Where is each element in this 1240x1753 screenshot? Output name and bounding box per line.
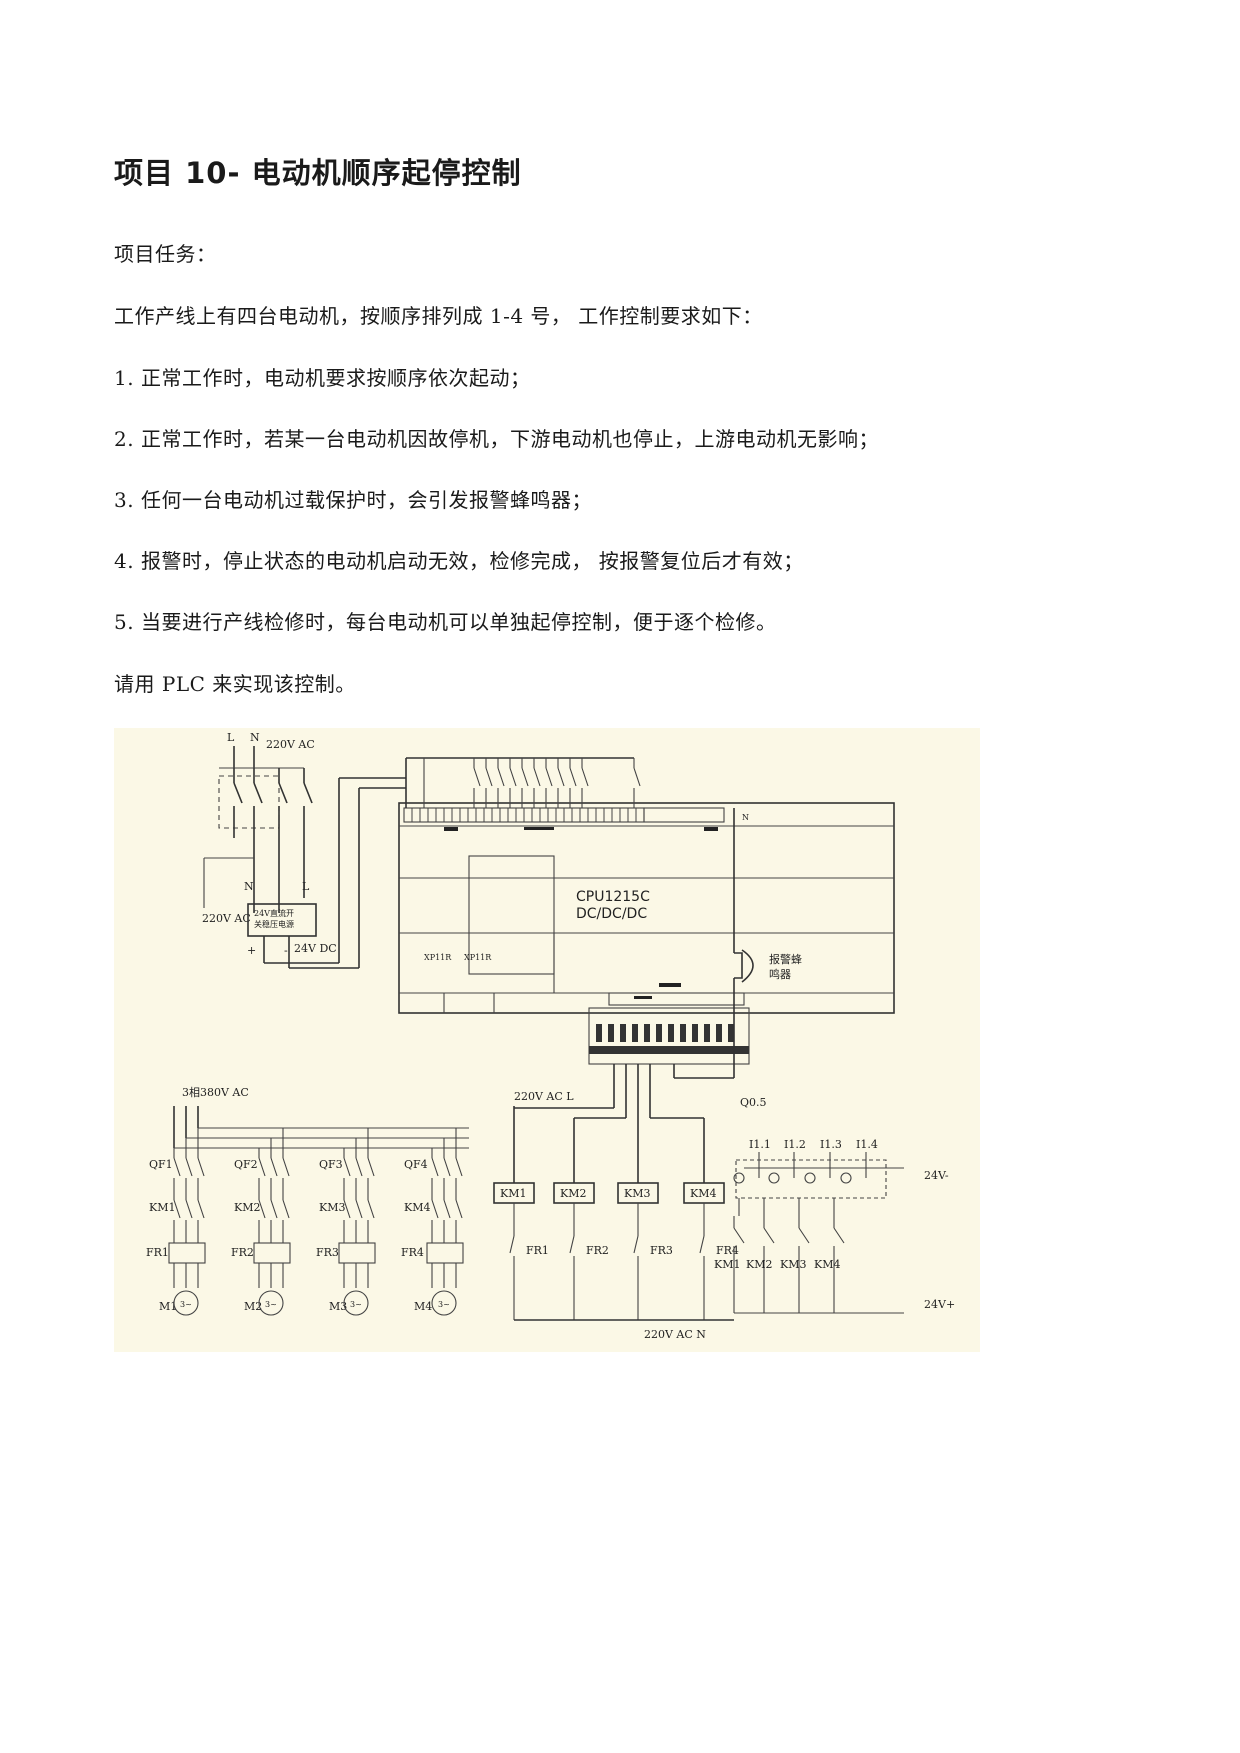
- label-N-right: N: [742, 813, 749, 822]
- plc-cpu: CPU1215C DC/DC/DC XP11R XP11R: [398, 757, 895, 1065]
- requirement-1: 1. 正常工作时，电动机要求按顺序依次起动；: [114, 366, 531, 390]
- qf2-label: QF2: [234, 1158, 258, 1171]
- coil-fr1-label: FR1: [526, 1244, 549, 1257]
- m3-label: M3: [329, 1300, 347, 1313]
- xp-module-2: XP11R: [464, 953, 492, 962]
- output-supply-label: 220V AC L: [514, 1090, 574, 1103]
- psu-box-line2: 关稳压电源: [254, 919, 294, 929]
- label-three-phase: 3相380V AC: [182, 1086, 249, 1099]
- m1-symbol: 3~: [180, 1300, 192, 1309]
- input-i13: I1.3: [820, 1138, 842, 1151]
- buzzer-label-2: 鸣器: [769, 967, 791, 981]
- label-L: L: [227, 731, 235, 744]
- qf4-label: QF4: [404, 1158, 428, 1171]
- in-km1-label: KM1: [714, 1258, 740, 1271]
- input-i14: I1.4: [856, 1138, 878, 1151]
- m2-label: M2: [244, 1300, 262, 1313]
- motor-main-circuit: 3相380V AC QF1 KM1 FR1 M1 3~: [146, 1086, 469, 1316]
- bottom-n-label: 220V AC N: [644, 1328, 706, 1341]
- label-q05: Q0.5: [740, 1096, 767, 1109]
- fr4-label: FR4: [401, 1246, 424, 1259]
- psu-dc-label: 24V DC: [294, 942, 337, 955]
- in-km4-label: KM4: [814, 1258, 840, 1271]
- m3-symbol: 3~: [350, 1300, 362, 1309]
- motor-branch-1: QF1 KM1 FR1 M1 3~: [146, 1128, 206, 1316]
- km4-label: KM4: [404, 1201, 430, 1214]
- requirement-3: 3. 任何一台电动机过载保护时，会引发报警蜂鸣器；: [114, 488, 592, 512]
- km1-label: KM1: [149, 1201, 175, 1214]
- motor-2-icon: [258, 1290, 284, 1316]
- motor-3-icon: [343, 1290, 369, 1316]
- psu-label-L: L: [302, 880, 310, 893]
- coil-fr2-label: FR2: [586, 1244, 609, 1257]
- in-km2-label: KM2: [746, 1258, 772, 1271]
- qf3-label: QF3: [319, 1158, 343, 1171]
- intro-paragraph: 工作产线上有四台电动机，按顺序排列成 1-4 号， 工作控制要求如下：: [114, 304, 763, 328]
- input-i11: I1.1: [749, 1138, 771, 1151]
- in-km3-label: KM3: [780, 1258, 806, 1271]
- v24-plus-label: 24V+: [924, 1298, 955, 1311]
- motor-branch-4: QF4 KM4 FR4 M4 3~: [401, 1128, 464, 1316]
- output-coil-circuit: 220V AC L KM1 KM2 KM3 KM4 FR1 FR2 FR3 FR…: [493, 1064, 739, 1341]
- cpu-model: CPU1215C: [576, 889, 650, 905]
- motor-branch-3: QF3 KM3 FR3 M3 3~: [316, 1128, 376, 1316]
- xp-module-1: XP11R: [424, 953, 452, 962]
- label-N: N: [250, 731, 260, 744]
- coil-fr4-label: FR4: [716, 1244, 739, 1257]
- label-220v-top: 220V AC: [266, 738, 315, 751]
- coil-km1-label: KM1: [500, 1187, 526, 1200]
- m4-symbol: 3~: [438, 1300, 450, 1309]
- v24-minus-label: 24V-: [924, 1169, 949, 1182]
- motor-branch-2: QF2 KM2 FR2 M2 3~: [231, 1128, 291, 1316]
- coil-km2-label: KM2: [560, 1187, 586, 1200]
- psu-label-N: N: [244, 880, 254, 893]
- requirement-2: 2. 正常工作时，若某一台电动机因故停机，下游电动机也停止，上游电动机无影响；: [114, 427, 879, 451]
- qf1-label: QF1: [149, 1158, 173, 1171]
- fr3-label: FR3: [316, 1246, 339, 1259]
- coil-km4-label: KM4: [690, 1187, 716, 1200]
- task-heading: 项目任务：: [114, 242, 217, 266]
- fr2-label: FR2: [231, 1246, 254, 1259]
- plc-wiring-diagram: L N 220V AC N L 220V AC 24V直流开 关稳压电源 + -: [114, 728, 980, 1352]
- power-supply-section: L N 220V AC N L 220V AC 24V直流开 关稳压电源 + -: [202, 731, 406, 969]
- psu-ac-label: 220V AC: [202, 912, 251, 925]
- cpu-type: DC/DC/DC: [576, 906, 647, 922]
- document-title: 项目 10- 电动机顺序起停控制: [114, 156, 522, 190]
- psu-plus: +: [247, 944, 256, 957]
- buzzer-icon: [734, 952, 743, 979]
- psu-box: [247, 903, 317, 937]
- fr1-label: FR1: [146, 1246, 169, 1259]
- psu-minus: -: [284, 944, 288, 957]
- km3-label: KM3: [319, 1201, 345, 1214]
- motor-1-icon: [173, 1290, 199, 1316]
- input-i12: I1.2: [784, 1138, 806, 1151]
- psu-box-line1: 24V直流开: [254, 908, 294, 918]
- motor-4-icon: [431, 1290, 457, 1316]
- requirement-5: 5. 当要进行产线检修时，每台电动机可以单独起停控制，便于逐个检修。: [114, 610, 777, 634]
- requirement-4: 4. 报警时，停止状态的电动机启动无效，检修完成， 按报警复位后才有效；: [114, 549, 804, 573]
- coil-fr3-label: FR3: [650, 1244, 673, 1257]
- buzzer-label-1: 报警蜂: [769, 952, 802, 966]
- m2-symbol: 3~: [265, 1300, 277, 1309]
- closing-paragraph: 请用 PLC 来实现该控制。: [114, 672, 356, 696]
- m1-label: M1: [159, 1300, 177, 1313]
- buzzer-section: N 报警蜂 鸣器 Q0.5: [673, 808, 802, 1109]
- km2-label: KM2: [234, 1201, 260, 1214]
- coil-km3-label: KM3: [624, 1187, 650, 1200]
- input-circuit: I1.1 I1.2 I1.3 I1.4 24V- KM1 KM2 KM3 KM4…: [714, 1138, 955, 1314]
- m4-label: M4: [414, 1300, 432, 1313]
